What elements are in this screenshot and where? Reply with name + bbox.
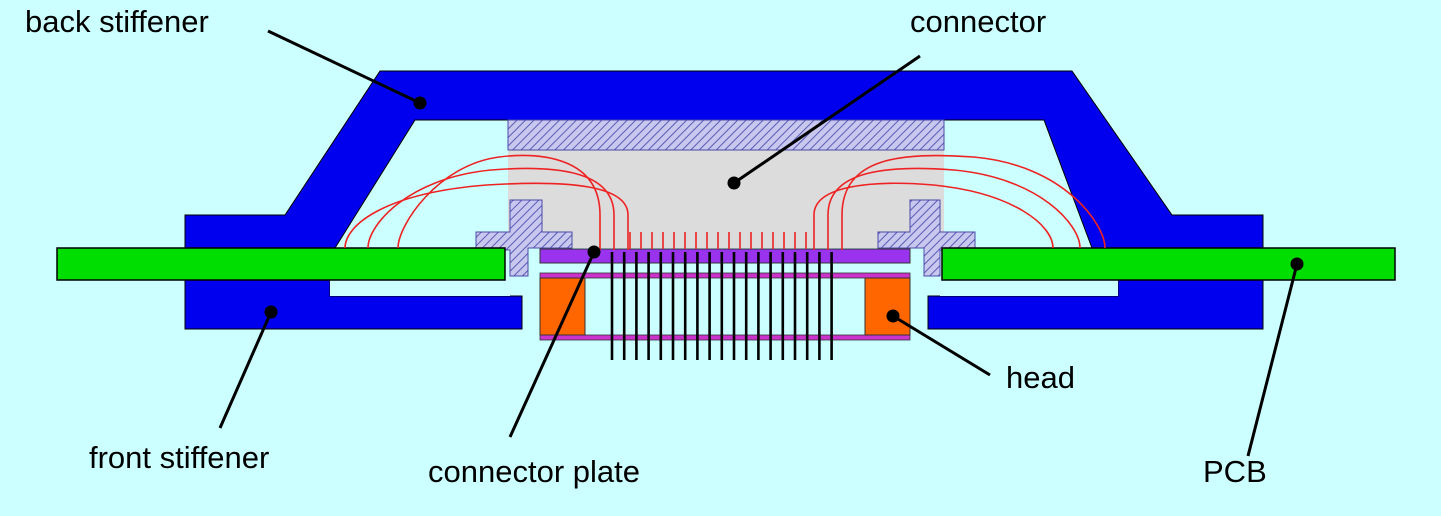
wire-group <box>344 154 1106 250</box>
leader-connector <box>733 54 921 185</box>
front-stiffener-right-gap <box>940 278 1118 296</box>
label-pcb: PCB <box>1203 454 1267 489</box>
wire-right <box>813 182 1054 250</box>
wire-right <box>841 154 1106 250</box>
wire-left <box>397 154 601 250</box>
wire-left <box>344 182 629 250</box>
leader-front-stiffener <box>218 311 273 429</box>
dot-pcb <box>1290 257 1304 271</box>
label-connector: connector <box>910 4 1047 39</box>
label-back-stiffener: back stiffener <box>25 4 209 39</box>
clamp-left <box>475 199 573 277</box>
connector-plate <box>539 248 911 264</box>
clamp-right <box>877 199 976 277</box>
pcb-right <box>941 247 1396 281</box>
dot-connector-plate <box>587 245 601 259</box>
dot-head <box>886 309 900 323</box>
head-right <box>864 277 911 336</box>
wire-right <box>827 167 1081 250</box>
dot-connector <box>727 176 741 190</box>
leader-back-stiffener <box>267 29 421 105</box>
leader-lines <box>218 29 1304 457</box>
dot-front-stiffener <box>264 305 278 319</box>
label-front-stiffener: front stiffener <box>89 440 270 475</box>
head-frame-top <box>539 272 911 279</box>
wire-left <box>367 167 615 250</box>
front-stiffener-left-gap <box>330 278 510 296</box>
back-stiffener <box>184 70 1264 249</box>
head-frame-bottom <box>539 334 911 341</box>
label-head: head <box>1006 360 1075 395</box>
leader-connector-plate <box>508 251 596 438</box>
dot-back-stiffener <box>413 96 427 110</box>
leader-head <box>892 314 991 377</box>
connector-top-hatch <box>507 119 945 151</box>
pcb-left <box>56 247 506 281</box>
label-connector-plate: connector plate <box>428 454 640 489</box>
leader-pcb <box>1246 263 1299 457</box>
pin-group <box>610 252 833 360</box>
